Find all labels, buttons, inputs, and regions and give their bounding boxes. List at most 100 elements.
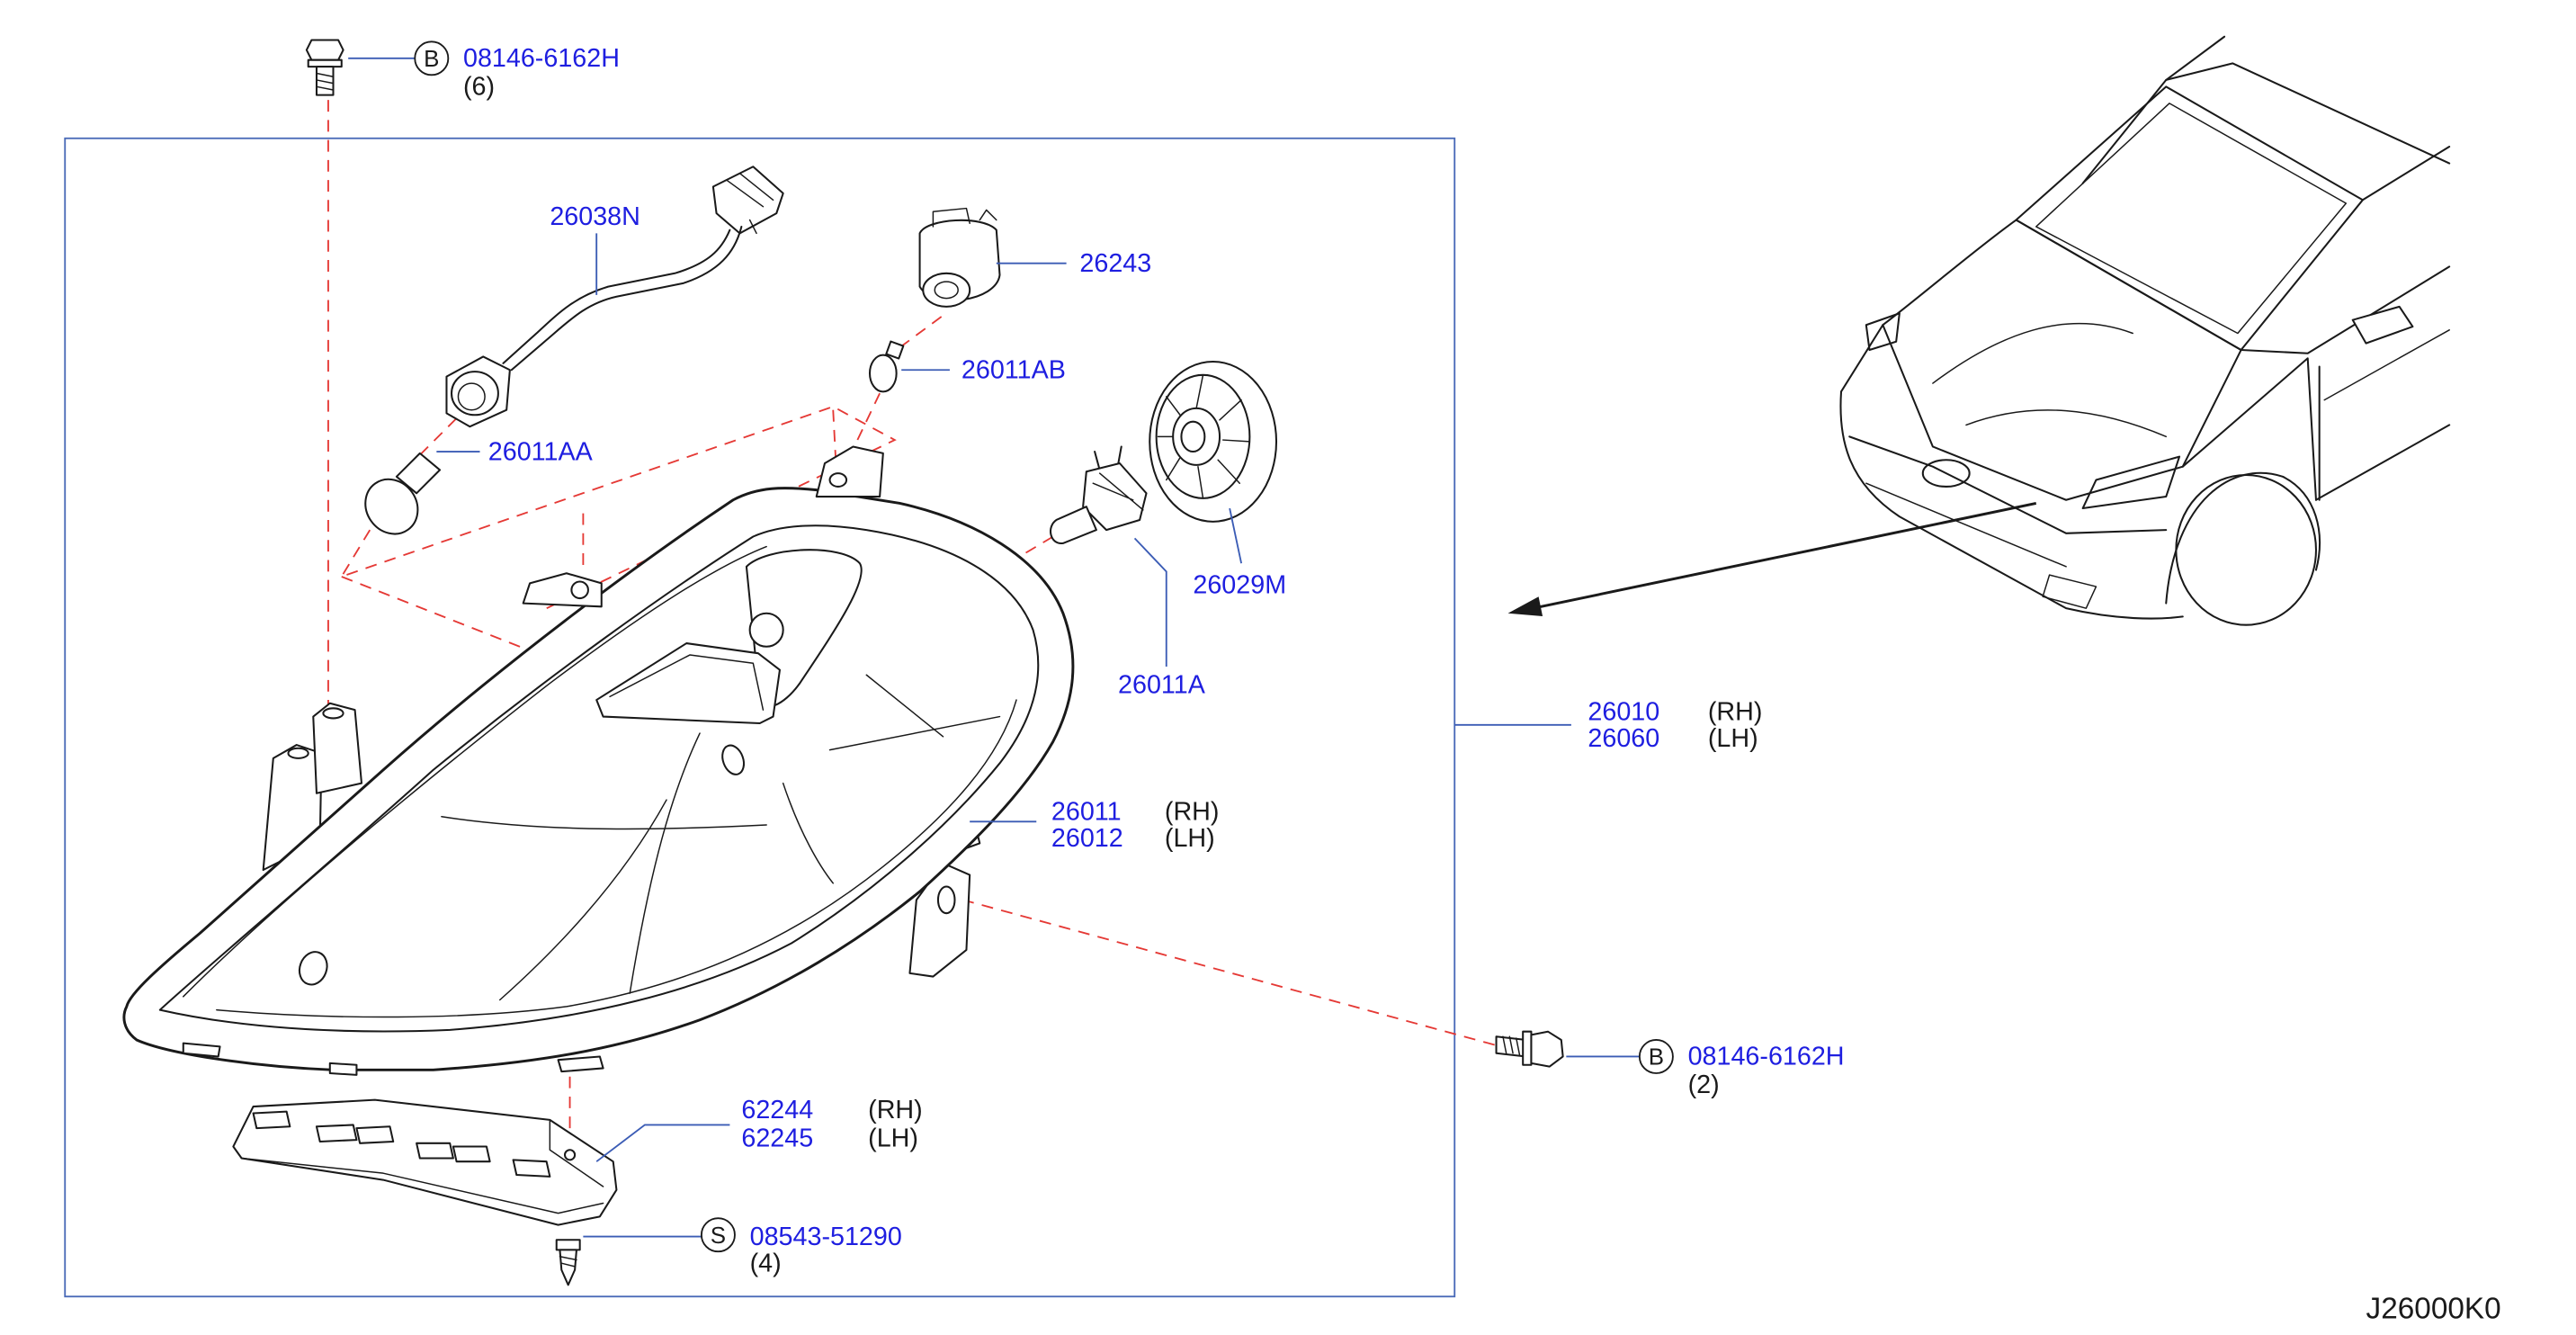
part-number-housing-lh[interactable]: 26012 [1051,824,1123,853]
symbol-letter-bolt-right: B [1649,1045,1664,1071]
car-headlight-right [2081,455,2181,510]
housing-inner-frame [158,524,1040,1033]
housing-tab-bottom-right [908,862,971,978]
housing-tab-bottom-right-hole [936,885,956,915]
bolt-right[interactable] [1495,1030,1564,1068]
car-wheel-arch [2165,471,2321,605]
bolt-top-threads [316,72,335,91]
bolt-right-head [1530,1030,1564,1068]
housing-top-tab [815,445,884,498]
symbol-circle-screw [700,1217,736,1253]
locator-arrow-head [1507,596,1543,617]
housing-chrome-scoop [595,642,781,725]
bulb-26011a[interactable] [1050,445,1148,544]
socket-face [922,272,971,308]
socket-flanges [932,207,997,228]
cap-center [1172,407,1221,466]
part-number-lamp-assembly-lh[interactable]: 26060 [1588,724,1659,753]
dashed-housing-side [341,576,537,655]
symbol-letter-bolt-top: B [424,47,439,72]
dashed-bolt-right [962,899,1495,1046]
car-headlight-left [1865,312,1901,352]
part-number-bulb-ab[interactable]: 26011AB [962,356,1066,385]
bolt-top-flange [307,58,343,68]
cap-bore [1180,420,1206,453]
symbol-letter-screw: S [711,1223,726,1249]
screw[interactable] [555,1239,581,1286]
socket-26243[interactable] [918,207,1001,308]
bulb-26011ab[interactable] [868,340,905,393]
dashed-top-tab [832,409,837,474]
part-number-cap[interactable]: 26029M [1193,570,1286,599]
car-side-body [2314,365,2451,501]
locator-arrow-shaft [1532,502,2037,610]
side-housing-rh: (RH) [1165,797,1220,826]
part-number-screw[interactable]: 08543-51290 [750,1223,902,1251]
side-housing-lh: (LH) [1165,824,1215,853]
car-emblem [1921,459,1971,488]
harness-assembly[interactable] [445,166,784,428]
leader-bracket [595,1124,730,1162]
bracket-edge [240,1119,604,1214]
car-a-pillar [2240,146,2451,354]
part-number-socket[interactable]: 26243 [1079,249,1151,278]
housing-side-marker-hole [298,951,328,986]
part-number-bracket-lh[interactable]: 62245 [741,1124,813,1153]
part-number-bolt-top[interactable]: 08146-6162H [463,44,620,73]
bulb-a-prongs [1094,445,1123,471]
symbol-circle-bolt-top [414,40,450,76]
car-fender [2181,357,2317,501]
side-bracket-rh: (RH) [868,1096,923,1124]
bracket-body [232,1098,618,1226]
housing-tab-left-inner [312,702,363,794]
housing-outer-shell [122,487,1075,1071]
bolt-right-threads [1502,1035,1521,1056]
side-lamp-assembly-lh: (LH) [1708,724,1758,753]
part-number-bulb-a[interactable]: 26011A [1118,671,1206,700]
headlamp-housing[interactable] [122,445,1075,1076]
side-lamp-assembly-rh: (RH) [1708,697,1763,726]
dust-cap-26029m[interactable] [1149,360,1278,523]
part-number-bulb-aa[interactable]: 26011AA [488,437,594,466]
part-number-harness[interactable]: 26038N [550,202,640,231]
car-front-face [1839,324,2168,534]
housing-tab-left-outer-hole [287,747,309,759]
housing-mid-tab-hole [570,580,589,600]
part-number-bracket-rh[interactable]: 62244 [741,1096,813,1124]
housing-lens-edge [183,545,767,998]
screw-shaft [559,1249,577,1286]
housing-tab-left-inner-hole [322,707,344,720]
screw-head [555,1239,581,1251]
car-door-line [2323,329,2450,401]
drawing-code: J26000K0 [2366,1292,2501,1325]
bolt-right-flange [1522,1030,1533,1066]
car-roof-edge [2081,35,2226,184]
housing-chrome-scoop-inner [609,654,765,711]
car-wheel [2175,473,2317,626]
bulb-a-base [1082,461,1148,532]
diagram-canvas: B 08146-6162H (6) 26038N 26011AA 26243 2… [64,35,2501,1325]
car-windshield-inner [2035,103,2348,335]
bulb-aa-base [395,452,442,495]
quantity-screw: (4) [750,1249,782,1277]
car-hood [1882,219,2242,501]
bulb-aa-glass [364,478,419,535]
bulb-ab-base [885,340,905,360]
leader-bulb-a [1133,537,1167,667]
bolt-top[interactable] [305,39,344,96]
housing-mid-tab [522,572,603,608]
car-side-mirror [2351,305,2414,345]
car-hood-crease [1932,322,2167,438]
car-lower-grille [1865,482,2097,609]
housing-lens-edge-lower [216,699,1017,1018]
part-number-bolt-right[interactable]: 08146-6162H [1688,1043,1845,1071]
part-number-lamp-assembly-rh[interactable]: 26010 [1588,697,1659,726]
bulb-26011aa[interactable] [355,452,442,544]
part-number-housing-rh[interactable]: 26011 [1051,797,1122,826]
bolt-top-head [305,39,344,61]
dashed-bulb-aa-to-socket [419,414,461,456]
bracket-hole [563,1149,577,1161]
locator-arrow [1507,502,2037,617]
mounting-bracket[interactable] [232,1098,618,1226]
assembly-frame [64,137,1456,1298]
